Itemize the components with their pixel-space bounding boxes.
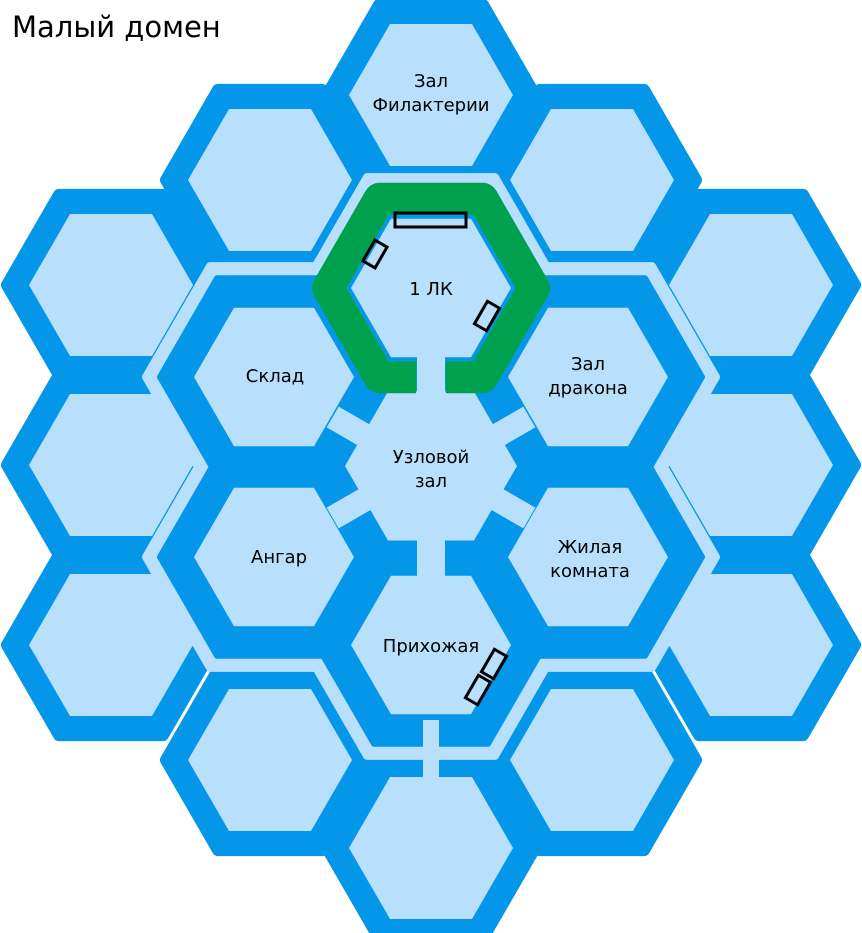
- room-label-hallway: Прихожая: [383, 636, 479, 657]
- highlighted-room-border: [312, 182, 550, 394]
- furniture-item: [463, 673, 493, 707]
- furniture: [360, 211, 509, 707]
- doorway-dragon: [488, 406, 536, 448]
- doorways: [326, 355, 536, 790]
- outer-room-floor: [510, 109, 674, 251]
- furniture-item: [360, 238, 390, 270]
- inner-room-floor: [351, 575, 511, 715]
- furniture-item: [472, 299, 502, 333]
- inner-room-floor: [194, 307, 354, 447]
- outer-room-floor: [349, 777, 513, 919]
- outer-room-floor: [669, 574, 833, 716]
- inner-room-floor: [194, 487, 354, 627]
- outer-room-floor: [349, 24, 513, 166]
- doorway-lk: [417, 355, 445, 400]
- outer-room-floor: [669, 214, 833, 356]
- furniture-item: [479, 647, 509, 681]
- outer-room-floor: [188, 109, 352, 251]
- inner-room-floor: [351, 218, 511, 358]
- outer-room-floor: [188, 689, 352, 831]
- outer-room-floor: [29, 214, 193, 356]
- diagram-title: Малый домен: [12, 10, 221, 44]
- room-label-hangar: Ангар: [251, 547, 307, 568]
- inner-room-floor: [508, 307, 668, 447]
- outer-room-floor: [669, 394, 833, 536]
- room-label-storage: Склад: [246, 366, 304, 387]
- doorway-exit: [423, 720, 439, 790]
- doorway-storage: [326, 406, 374, 448]
- room-label-lk: 1 ЛК: [409, 279, 453, 300]
- outer-room-floor: [29, 394, 193, 536]
- doorway-hallway: [417, 530, 445, 590]
- outer-room-floor: [510, 689, 674, 831]
- lk-green-wall: [312, 182, 550, 394]
- doorway-living: [488, 487, 536, 529]
- doorway-hangar: [326, 487, 374, 529]
- outer-room-floor: [29, 574, 193, 716]
- hub-floor: [345, 391, 517, 541]
- furniture-table: [393, 211, 468, 229]
- inner-room-floor: [508, 487, 668, 627]
